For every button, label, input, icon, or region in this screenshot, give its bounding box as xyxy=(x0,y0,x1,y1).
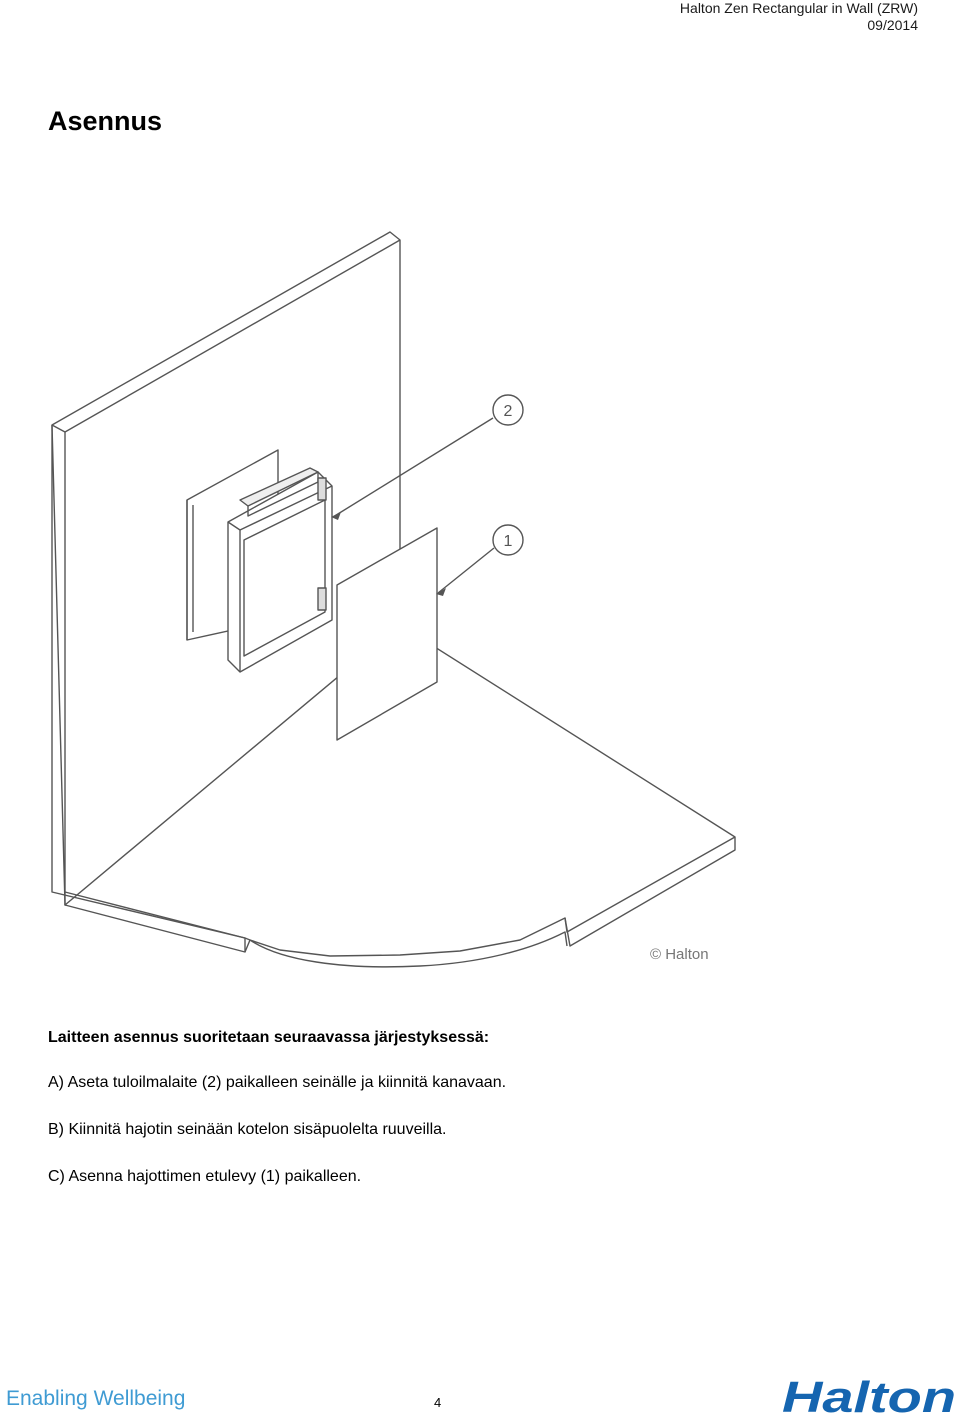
halton-logo: Halton xyxy=(782,1376,956,1416)
document-date: 09/2014 xyxy=(867,17,918,33)
floor-slab xyxy=(64,624,736,957)
product-name: Halton Zen Rectangular in Wall (ZRW) xyxy=(679,0,918,16)
halton-logo-text: Halton xyxy=(782,1376,956,1416)
page-number: 4 xyxy=(434,1395,442,1410)
instruction-step-b: B) Kiinnitä hajotin seinään kotelon sisä… xyxy=(48,1121,447,1138)
callout-1-circle xyxy=(492,524,524,556)
page-header: Halton Zen Rectangular in Wall (ZRW) 09/… xyxy=(680,0,918,34)
instruction-step-c: C) Asenna hajottimen etulevy (1) paikall… xyxy=(48,1168,362,1185)
callout-1-label: 1 xyxy=(504,533,513,550)
page-title: Asennus xyxy=(48,106,163,136)
footer-slogan: Enabling Wellbeing xyxy=(6,1387,186,1410)
installation-drawing: 2 1 © Halton xyxy=(51,231,736,968)
instruction-step-a: A) Aseta tuloilmalaite (2) paikalleen se… xyxy=(48,1074,507,1091)
callout-2-circle xyxy=(492,394,524,426)
front-plate xyxy=(336,527,438,741)
copyright-text: © Halton xyxy=(650,946,709,963)
instructions: Laitteen asennus suoritetaan seuraavassa… xyxy=(48,1028,908,1214)
instructions-heading: Laitteen asennus suoritetaan seuraavassa… xyxy=(48,1029,490,1046)
callout-2-label: 2 xyxy=(504,403,513,420)
